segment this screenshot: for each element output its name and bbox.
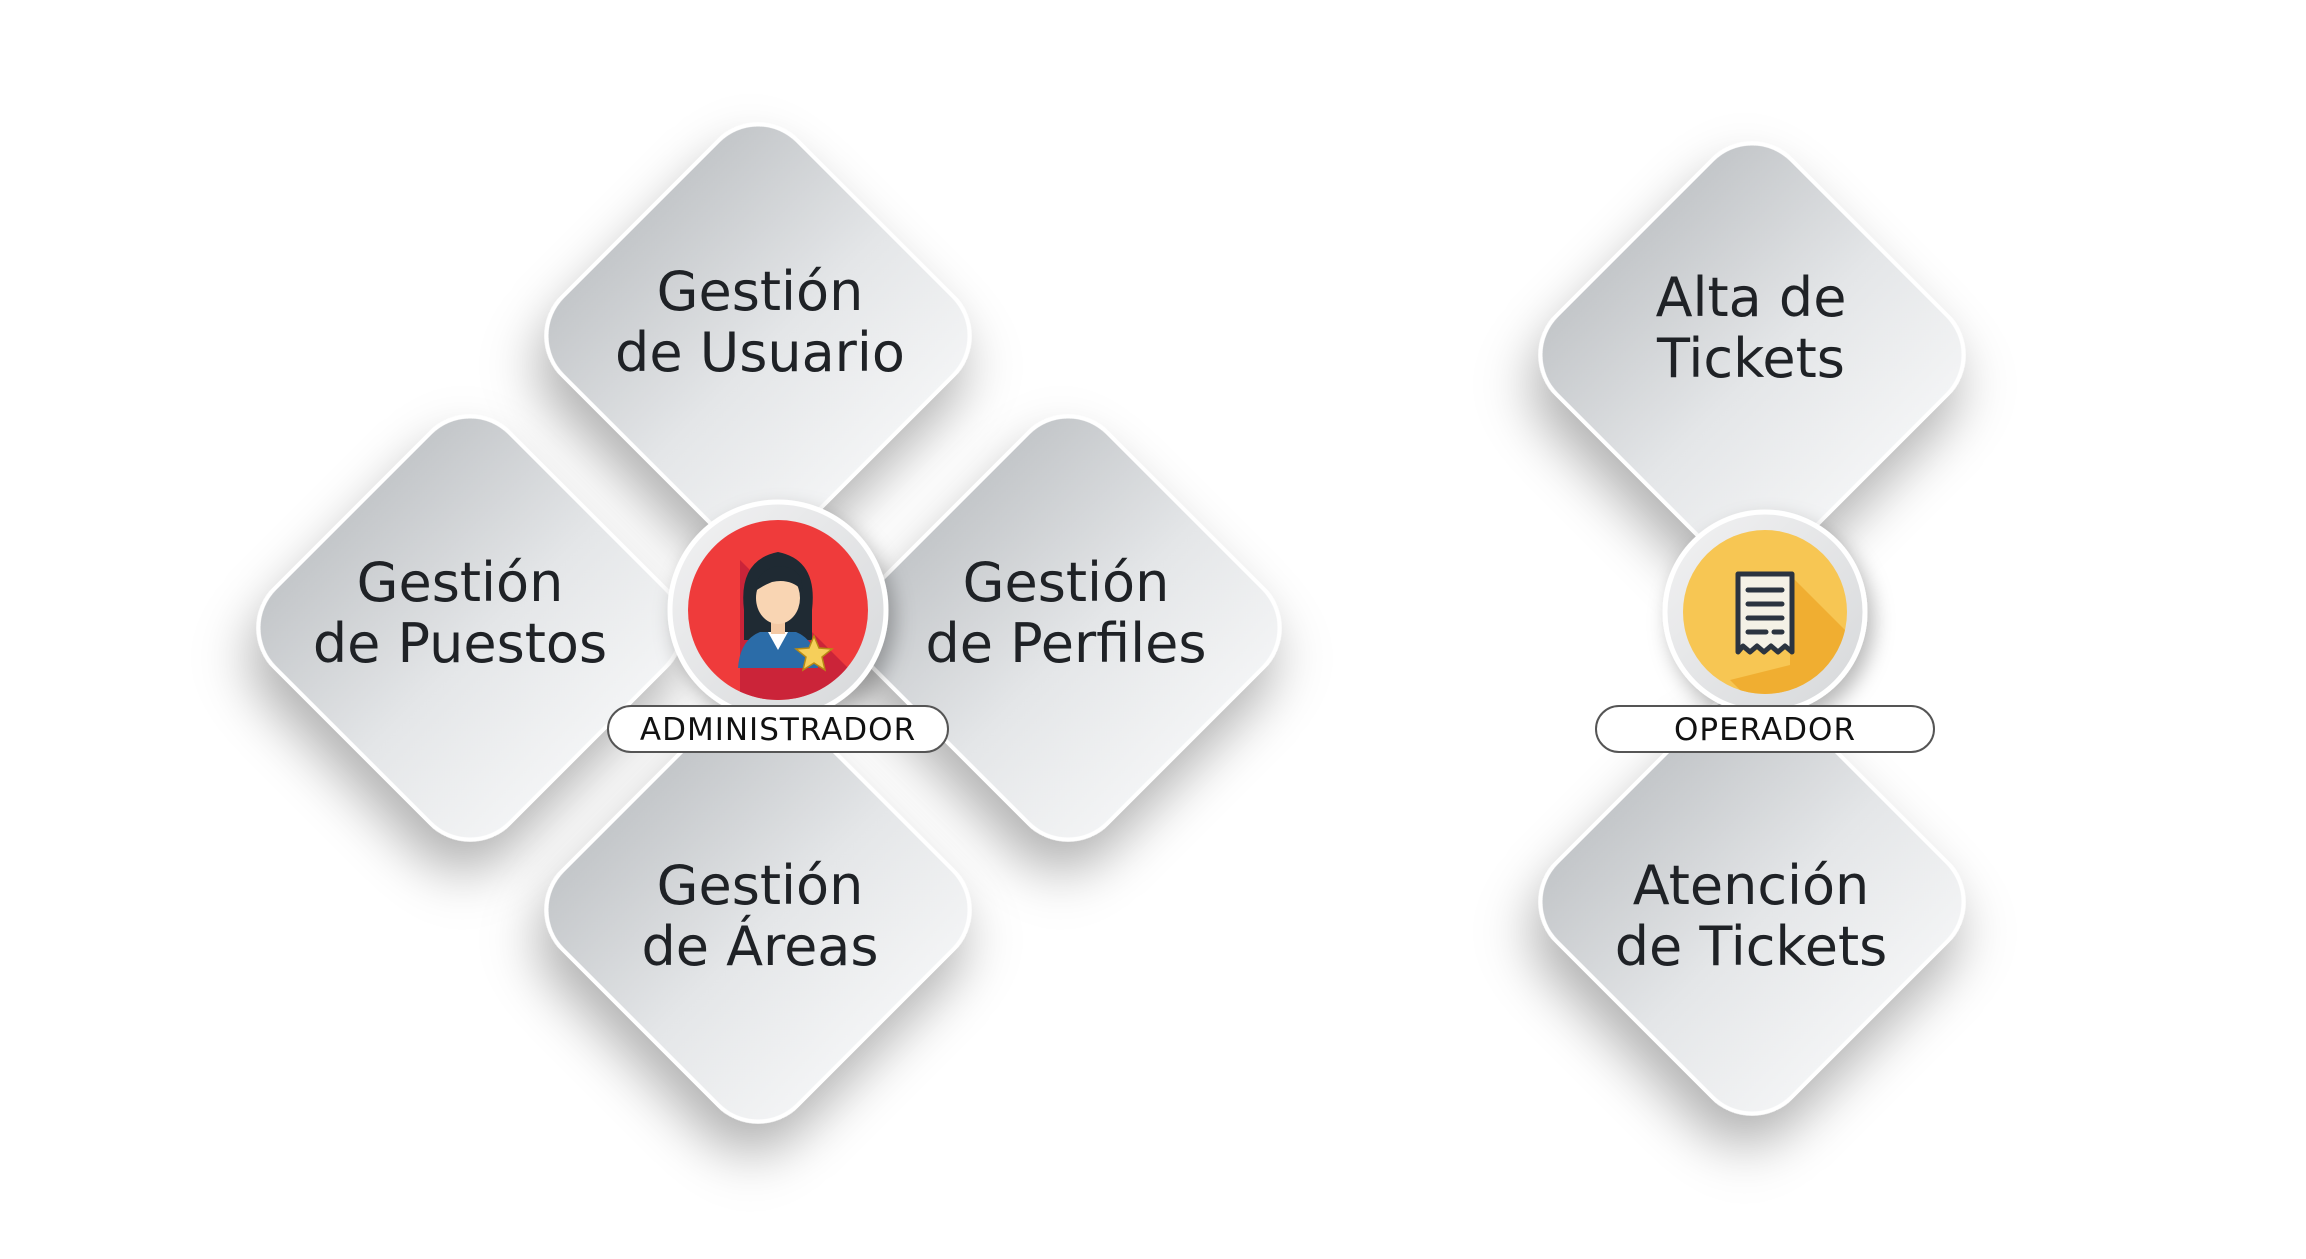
tile-label-line2: de Perfiles [925,612,1206,675]
role-pill [1595,705,1935,753]
role-label-administrador: ADMINISTRADOR [640,712,916,748]
admin-user-star-icon [688,520,868,700]
tile-label-line1: Gestión [963,551,1170,614]
tile-label-line2: Tickets [1656,327,1845,390]
admin-cluster: Gestión de Usuario Gestión de Puestos Ge… [235,101,1303,1145]
tile-label-line1: Gestión [657,260,864,323]
tile-label-line2: de Usuario [615,321,905,384]
tile-atencion-tickets[interactable]: Atención de Tickets [1517,667,1987,1137]
tile-gestion-areas[interactable]: Gestión de Áreas [523,675,993,1145]
tile-label-line2: de Áreas [641,915,878,978]
tile-gestion-puestos[interactable]: Gestión de Puestos [235,393,705,863]
role-label-operador: OPERADOR [1674,712,1856,748]
tile-label-line1: Gestión [657,854,864,917]
tile-label-line1: Atención [1633,854,1870,917]
operator-badge[interactable]: OPERADOR [1595,509,1935,753]
admin-badge[interactable]: ADMINISTRADOR [607,499,949,760]
tile-label-line2: de Tickets [1615,915,1888,978]
operator-cluster: Alta de Tickets Atención de Tickets [1517,120,1987,1137]
tile-label-line1: Alta de [1656,266,1847,329]
tile-label-line1: Gestión [357,551,564,614]
tile-gestion-perfiles[interactable]: Gestión de Perfiles [833,393,1303,863]
tile-label-line2: de Puestos [313,612,607,675]
role-pill [607,705,949,753]
tile-gestion-usuario[interactable]: Gestión de Usuario [523,101,993,571]
tile-alta-tickets[interactable]: Alta de Tickets [1517,120,1987,590]
